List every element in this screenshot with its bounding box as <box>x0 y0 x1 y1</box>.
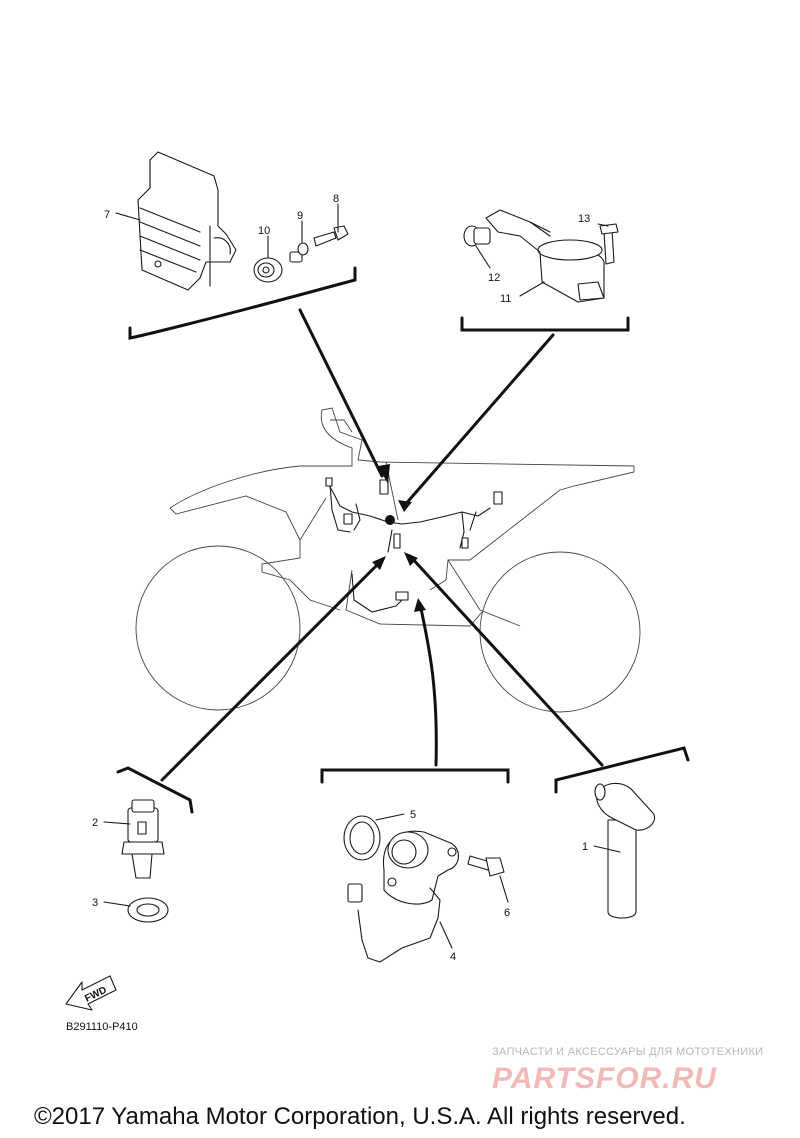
o-ring <box>343 815 381 861</box>
wire-harness <box>325 477 503 613</box>
callout-6: 6 <box>504 907 510 919</box>
callout-12: 12 <box>488 272 500 284</box>
grommet <box>253 257 283 283</box>
callout-13: 13 <box>578 213 590 225</box>
callout-1: 1 <box>582 841 588 853</box>
coil-grommet <box>463 225 491 247</box>
callout-labels: 7 8 9 10 13 12 11 2 3 5 6 4 1 <box>92 193 621 963</box>
callout-2: 2 <box>92 817 98 829</box>
watermark-logo: PARTSFOR.RU <box>492 1062 717 1095</box>
callout-3: 3 <box>92 897 98 909</box>
temperature-sensor <box>121 799 165 879</box>
leader-arrows <box>160 308 604 782</box>
callout-4: 4 <box>450 951 456 963</box>
sensor-washer <box>127 897 169 923</box>
callout-11: 11 <box>500 293 511 305</box>
position-sensor <box>347 830 460 963</box>
bolt-6 <box>467 855 505 877</box>
bolt-8 <box>313 225 349 247</box>
group-bracket-top-right <box>460 316 630 332</box>
motorcycle-outline <box>135 407 641 713</box>
group-bracket-bottom-center <box>320 768 510 784</box>
collar <box>289 242 309 263</box>
copyright-notice: ©2017 Yamaha Motor Corporation, U.S.A. A… <box>34 1103 686 1130</box>
watermark-tagline: ЗАПЧАСТИ И АКСЕССУАРЫ ДЛЯ МОТОТЕХНИКИ <box>492 1046 763 1058</box>
group-bracket-top-left <box>128 266 357 340</box>
callout-10: 10 <box>258 225 270 237</box>
callout-9: 9 <box>297 210 303 222</box>
callout-7: 7 <box>104 209 110 221</box>
bolt-13 <box>599 223 619 265</box>
ignition-coil <box>485 209 605 303</box>
group-bracket-bottom-right <box>554 746 690 794</box>
callout-8: 8 <box>333 193 339 205</box>
fwd-arrow-icon: FWD <box>65 975 117 1011</box>
group-bracket-bottom-left <box>116 766 194 814</box>
ecu-unit <box>137 151 237 291</box>
spark-plug-cap <box>594 782 656 919</box>
callout-5: 5 <box>410 809 416 821</box>
diagram-code: B291110-P410 <box>66 1021 138 1033</box>
